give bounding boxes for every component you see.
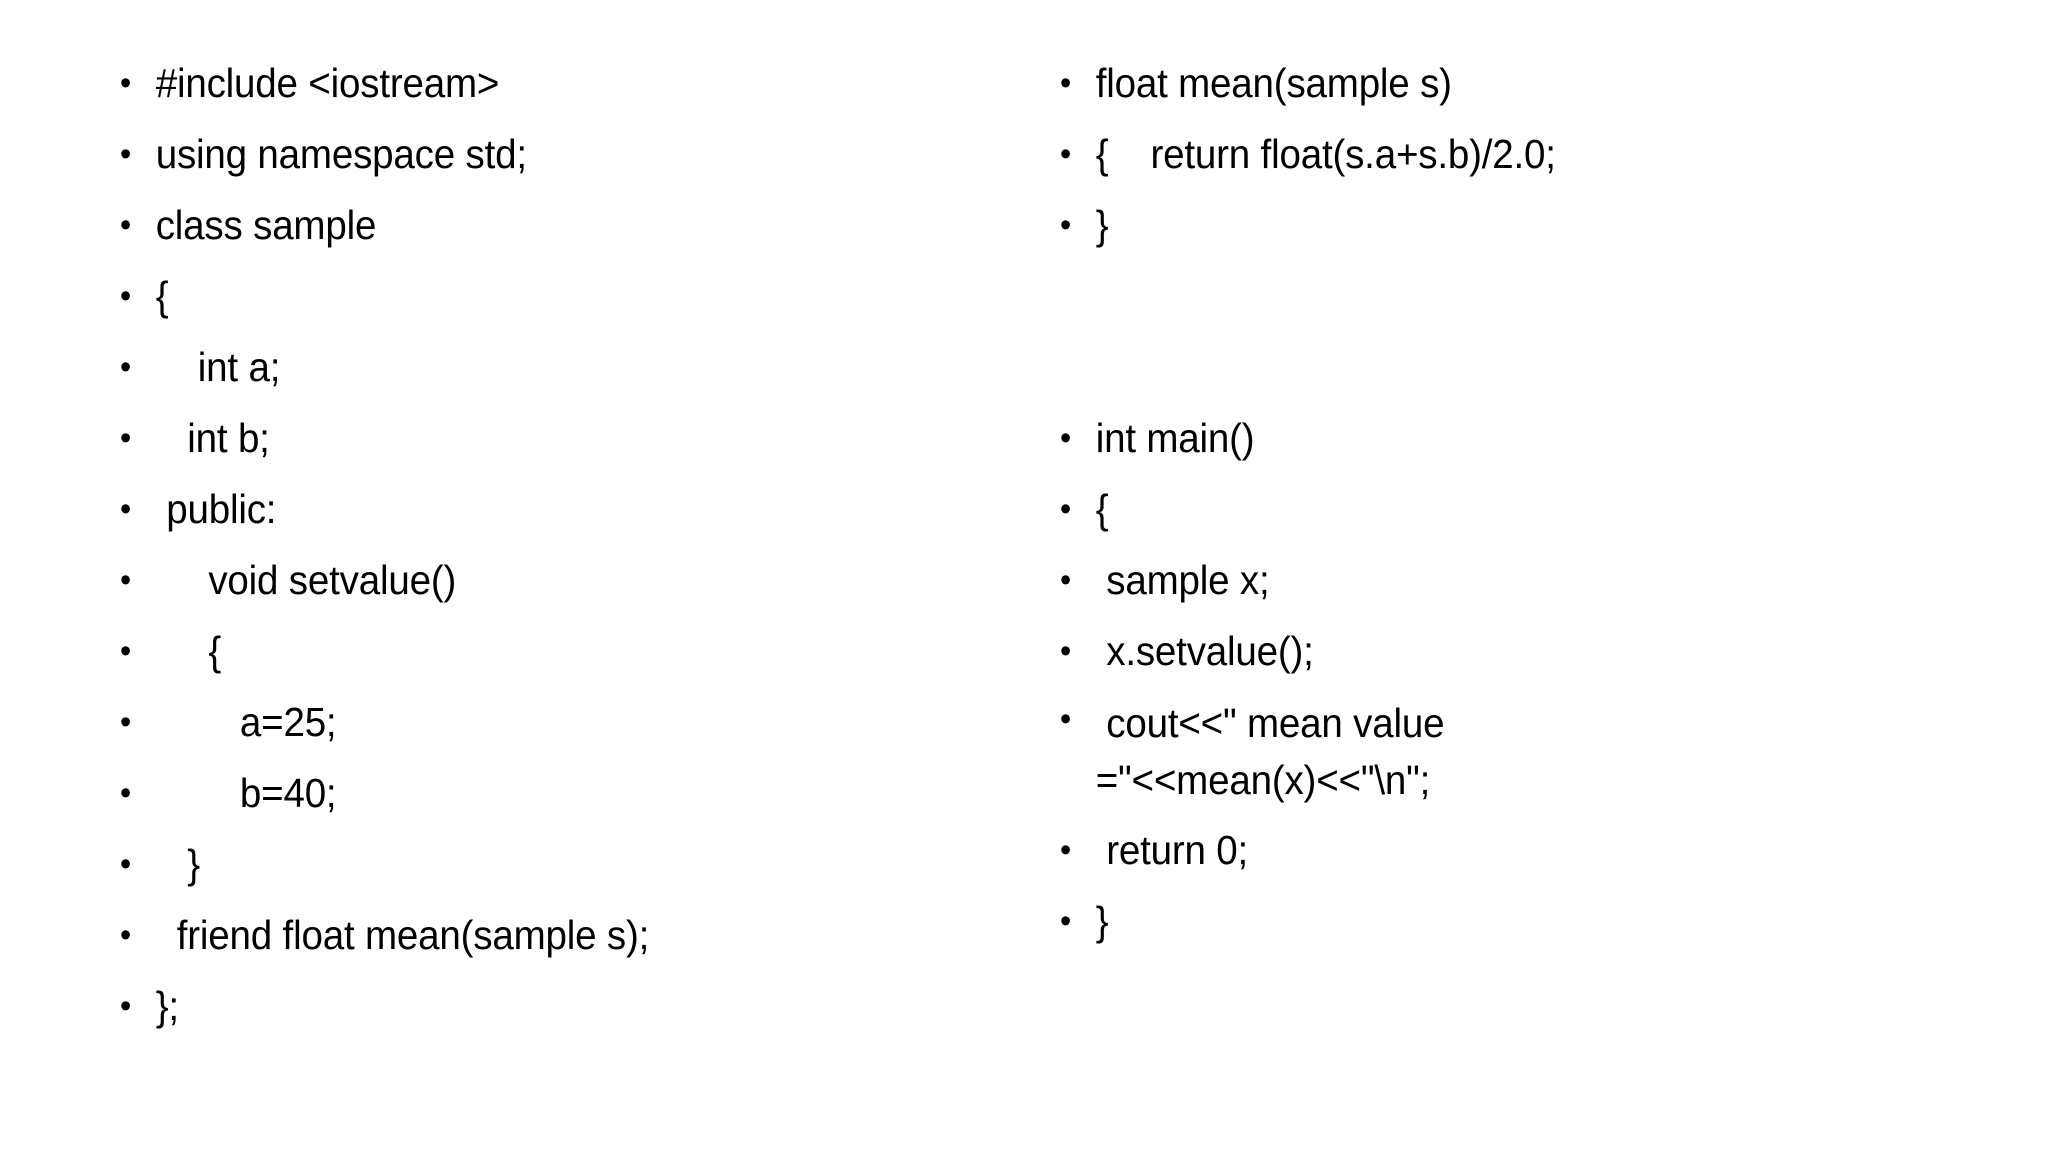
- left-bullet-list: #include <iostream> using namespace std;…: [120, 48, 920, 1042]
- code-line: class sample: [120, 190, 872, 261]
- code-line: {: [120, 616, 872, 687]
- code-line: int b;: [120, 403, 872, 474]
- right-bullet-list: float mean(sample s) { return float(s.a+…: [1060, 48, 1880, 957]
- blank-line: [1060, 332, 1880, 403]
- code-line: float mean(sample s): [1060, 48, 1831, 119]
- code-line: using namespace std;: [120, 119, 872, 190]
- code-line: public:: [120, 474, 872, 545]
- code-line: }: [120, 829, 872, 900]
- code-line: void setvalue(): [120, 545, 872, 616]
- code-line: {: [120, 261, 872, 332]
- code-line: a=25;: [120, 687, 872, 758]
- code-line: { return float(s.a+s.b)/2.0;: [1060, 119, 1831, 190]
- code-line: int a;: [120, 332, 872, 403]
- code-line: return 0;: [1060, 815, 1831, 886]
- code-line: x.setvalue();: [1060, 616, 1831, 687]
- code-line: friend float mean(sample s);: [120, 900, 872, 971]
- cout-line-part-2: ="<<mean(x)<<"\n";: [1095, 757, 1431, 803]
- cout-line-part-1: cout<<" mean value: [1095, 700, 1445, 746]
- code-line: }: [1060, 190, 1831, 261]
- code-line: sample x;: [1060, 545, 1831, 616]
- code-line: {: [1060, 474, 1831, 545]
- code-line: };: [120, 971, 872, 1042]
- code-line: }: [1060, 886, 1831, 957]
- code-line: int main(): [1060, 403, 1831, 474]
- right-code-column: float mean(sample s) { return float(s.a+…: [1060, 48, 1880, 957]
- code-line: #include <iostream>: [120, 48, 872, 119]
- blank-line: [1060, 261, 1880, 332]
- left-code-column: #include <iostream> using namespace std;…: [120, 48, 920, 1042]
- code-line-cout: cout<<" mean value ="<<mean(x)<<"\n";: [1060, 687, 1831, 815]
- code-line: b=40;: [120, 758, 872, 829]
